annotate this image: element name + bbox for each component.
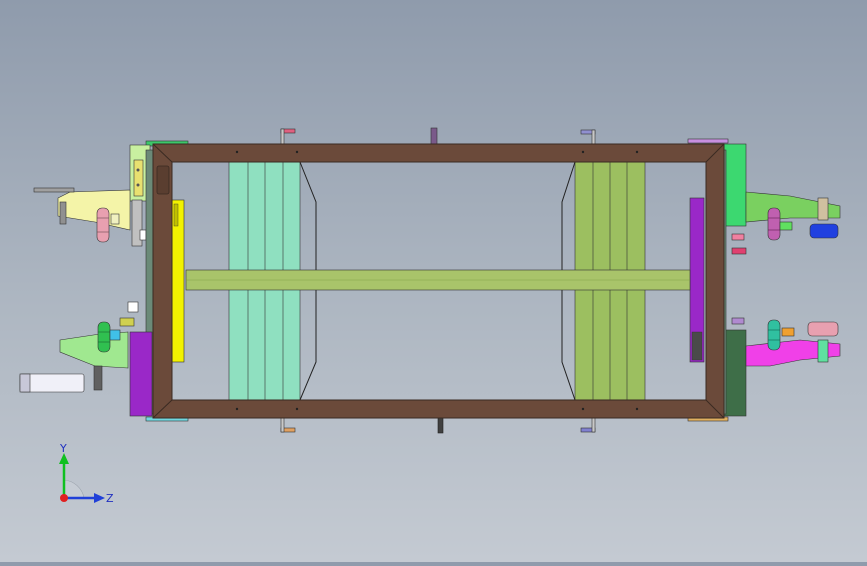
z-axis-label: Z xyxy=(106,492,114,505)
bottom-brackets xyxy=(145,416,729,434)
main-frame[interactable] xyxy=(152,143,725,419)
z-axis-arrow xyxy=(94,493,105,503)
center-shaft[interactable] xyxy=(185,269,691,291)
y-axis-arrow xyxy=(59,453,69,464)
y-axis-label: Y xyxy=(59,442,67,455)
origin-marker xyxy=(60,494,68,502)
orientation-triad: Y Z xyxy=(59,442,114,505)
triad-plane xyxy=(63,479,85,499)
top-brackets xyxy=(280,127,729,147)
